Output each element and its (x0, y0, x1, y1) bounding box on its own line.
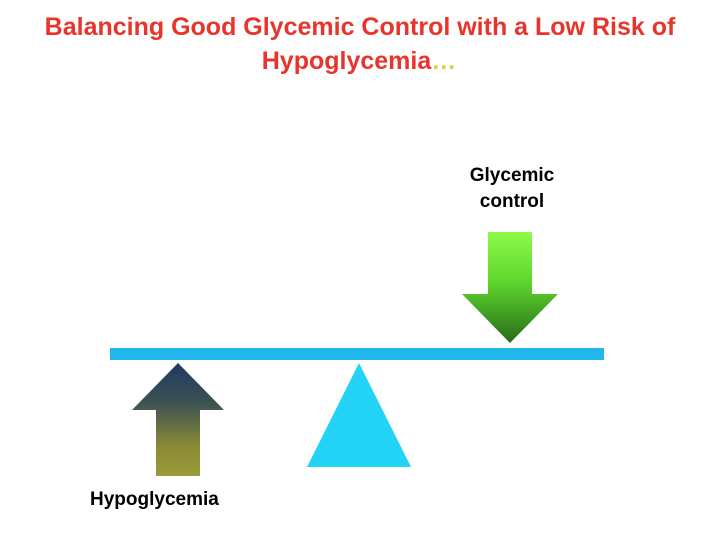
page-title-line-2: Hypoglycemia (261, 47, 432, 75)
balance-beam (110, 348, 604, 360)
olive-up-arrow (130, 363, 226, 477)
hypoglycemia-label: Hypoglycemia (90, 489, 219, 510)
fulcrum-triangle (307, 363, 412, 468)
glycemic-control-label: Glycemic control (469, 165, 555, 212)
page-title: Balancing Good Glycemic Control with a L… (0, 10, 720, 78)
page-title-line-1: Balancing Good Glycemic Control with a L… (44, 13, 676, 41)
green-down-arrow (455, 232, 565, 344)
page-title-ellipsis: … (431, 47, 459, 75)
